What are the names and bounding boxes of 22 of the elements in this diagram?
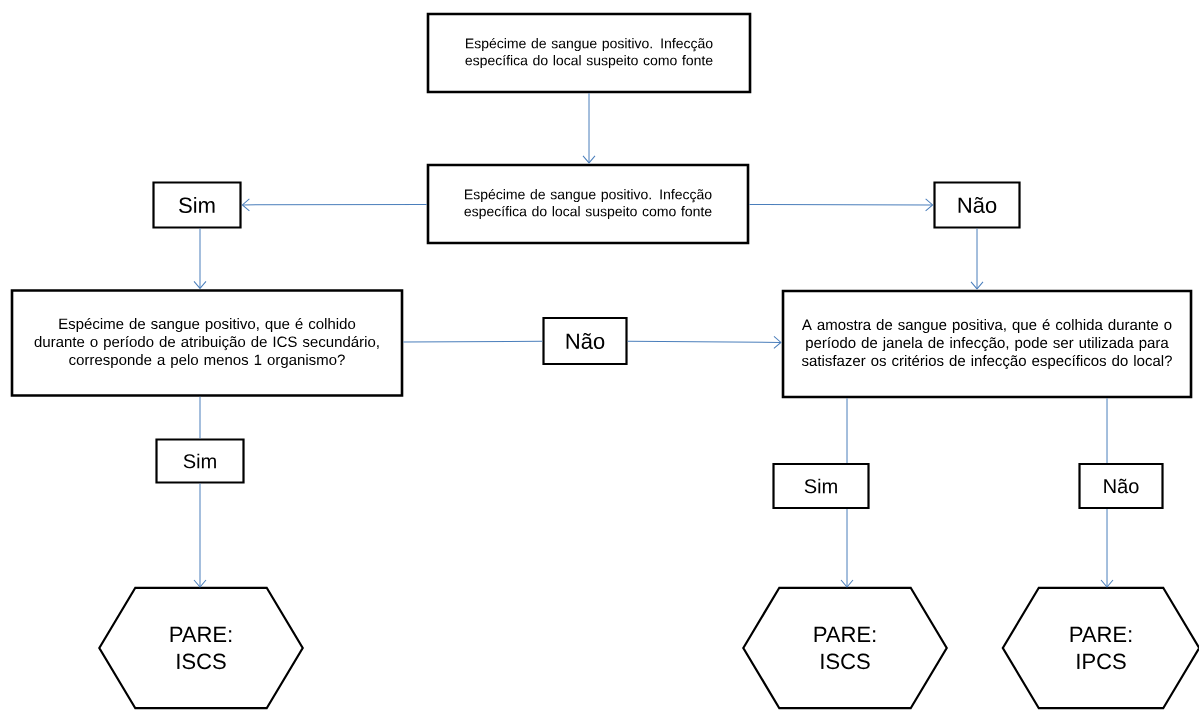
- stop-hexagon: PARE: ISCS: [742, 586, 948, 710]
- arrow: [193, 228, 207, 289]
- arrow: [193, 483, 207, 588]
- answer-box: Não: [1078, 462, 1164, 510]
- arrow: [970, 228, 984, 290]
- process-box: Espécime de sangue positivo. Infecção específica do local suspeito como fonte: [426, 12, 752, 94]
- arrow: [582, 92, 596, 164]
- stop-hexagon: PARE: ISCS: [98, 586, 304, 710]
- process-box: Espécime de sangue positivo. Infecção específica do local suspeito como fonte: [426, 163, 750, 245]
- answer-box: Sim: [772, 462, 870, 510]
- arrow: [1100, 508, 1114, 588]
- process-box: Espécime de sangue positivo, que é colhido durante o período de atribuição de ICS secundário, corresponde a pelo menos 1 organismo?: [10, 289, 404, 397]
- answer-box: Sim: [152, 181, 242, 229]
- arrow: [748, 198, 934, 212]
- arrow: [241, 198, 428, 212]
- stop-hexagon: PARE: IPCS: [1001, 586, 1199, 710]
- arrow: [627, 335, 782, 349]
- arrow: [840, 508, 854, 588]
- answer-box: Não: [933, 181, 1021, 229]
- process-box: A amostra de sangue positiva, que é colhida durante o período de janela de infecção, pode ser utilizada para satisfazer os critérios de infecção específicos do local?: [781, 289, 1193, 399]
- answer-box: Sim: [155, 438, 245, 484]
- answer-box: Não: [542, 316, 628, 366]
